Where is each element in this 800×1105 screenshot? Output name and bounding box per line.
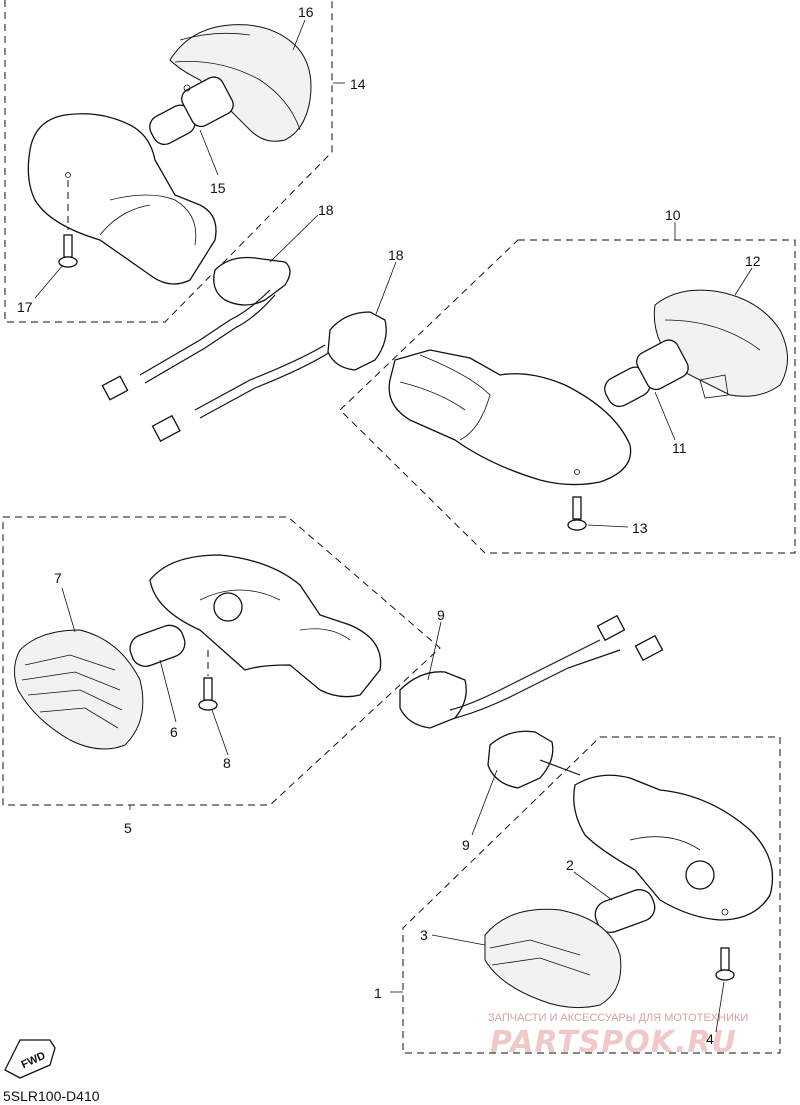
watermark-tagline: ЗАПЧАСТИ И АКСЕССУАРЫ ДЛЯ МОТОТЕХНИКИ	[488, 1012, 748, 1024]
lens-3	[484, 908, 622, 1009]
bulb-socket-right	[685, 860, 715, 890]
grommet-9-upper	[399, 671, 467, 729]
label-18-right: 18	[388, 247, 404, 263]
part-labels: 16 14 15 17 18 18 10 12 11 13 7 9 6 8 5 …	[17, 4, 761, 1047]
watermark-brand: PARTSPOK.RU	[490, 1025, 737, 1060]
group-box-5	[2, 516, 441, 806]
label-12: 12	[745, 253, 761, 269]
grommet-9-lower	[487, 730, 554, 789]
label-8: 8	[223, 755, 231, 771]
connector-right-a	[596, 614, 626, 642]
label-6: 6	[170, 724, 178, 740]
housing-right	[388, 349, 632, 486]
housing-front-left	[149, 554, 382, 698]
bulb-2	[594, 888, 656, 934]
screw-4	[720, 947, 730, 971]
label-3: 3	[420, 927, 428, 943]
label-4: 4	[706, 1031, 714, 1047]
grommet-18-right	[327, 311, 387, 371]
label-16: 16	[298, 4, 314, 20]
label-13: 13	[632, 520, 648, 536]
turn-signal-front-left	[14, 554, 664, 750]
label-9-lower: 9	[462, 837, 470, 853]
grommet-18-left	[213, 256, 291, 306]
fwd-direction-arrow: FWD	[4, 1039, 56, 1079]
diagram-code: 5SLR100-D410	[3, 1088, 100, 1104]
label-14: 14	[350, 76, 366, 92]
label-11: 11	[672, 440, 687, 456]
bulb-6	[129, 624, 186, 667]
group-box-10	[339, 239, 796, 554]
label-9-upper: 9	[437, 607, 445, 623]
screw-13	[572, 496, 582, 520]
turn-signal-rear-left	[27, 24, 331, 442]
turn-signal-rear-right	[327, 289, 788, 531]
connector-left-b	[151, 414, 181, 442]
screw-8	[203, 677, 213, 701]
label-18-left: 18	[318, 202, 334, 218]
turn-signal-front-right	[484, 730, 774, 1009]
label-7: 7	[54, 570, 62, 586]
lens-7	[14, 629, 144, 750]
connector-left-a	[101, 375, 129, 401]
label-17: 17	[17, 299, 33, 315]
group-box-1	[402, 736, 781, 1054]
housing-front-right	[573, 774, 774, 921]
label-10: 10	[665, 207, 681, 223]
watermark: ЗАПЧАСТИ И АКСЕССУАРЫ ДЛЯ МОТОТЕХНИКИ PA…	[488, 1012, 748, 1060]
housing-left-upper	[27, 113, 217, 285]
group-box-14	[4, 0, 333, 323]
bulb-socket	[213, 592, 243, 622]
label-2: 2	[566, 857, 574, 873]
connector-right-b	[634, 634, 664, 662]
label-5: 5	[124, 820, 132, 836]
label-1: 1	[374, 985, 382, 1001]
label-15: 15	[210, 180, 226, 196]
leader-lines	[34, 19, 753, 1033]
screw-17	[63, 234, 73, 258]
